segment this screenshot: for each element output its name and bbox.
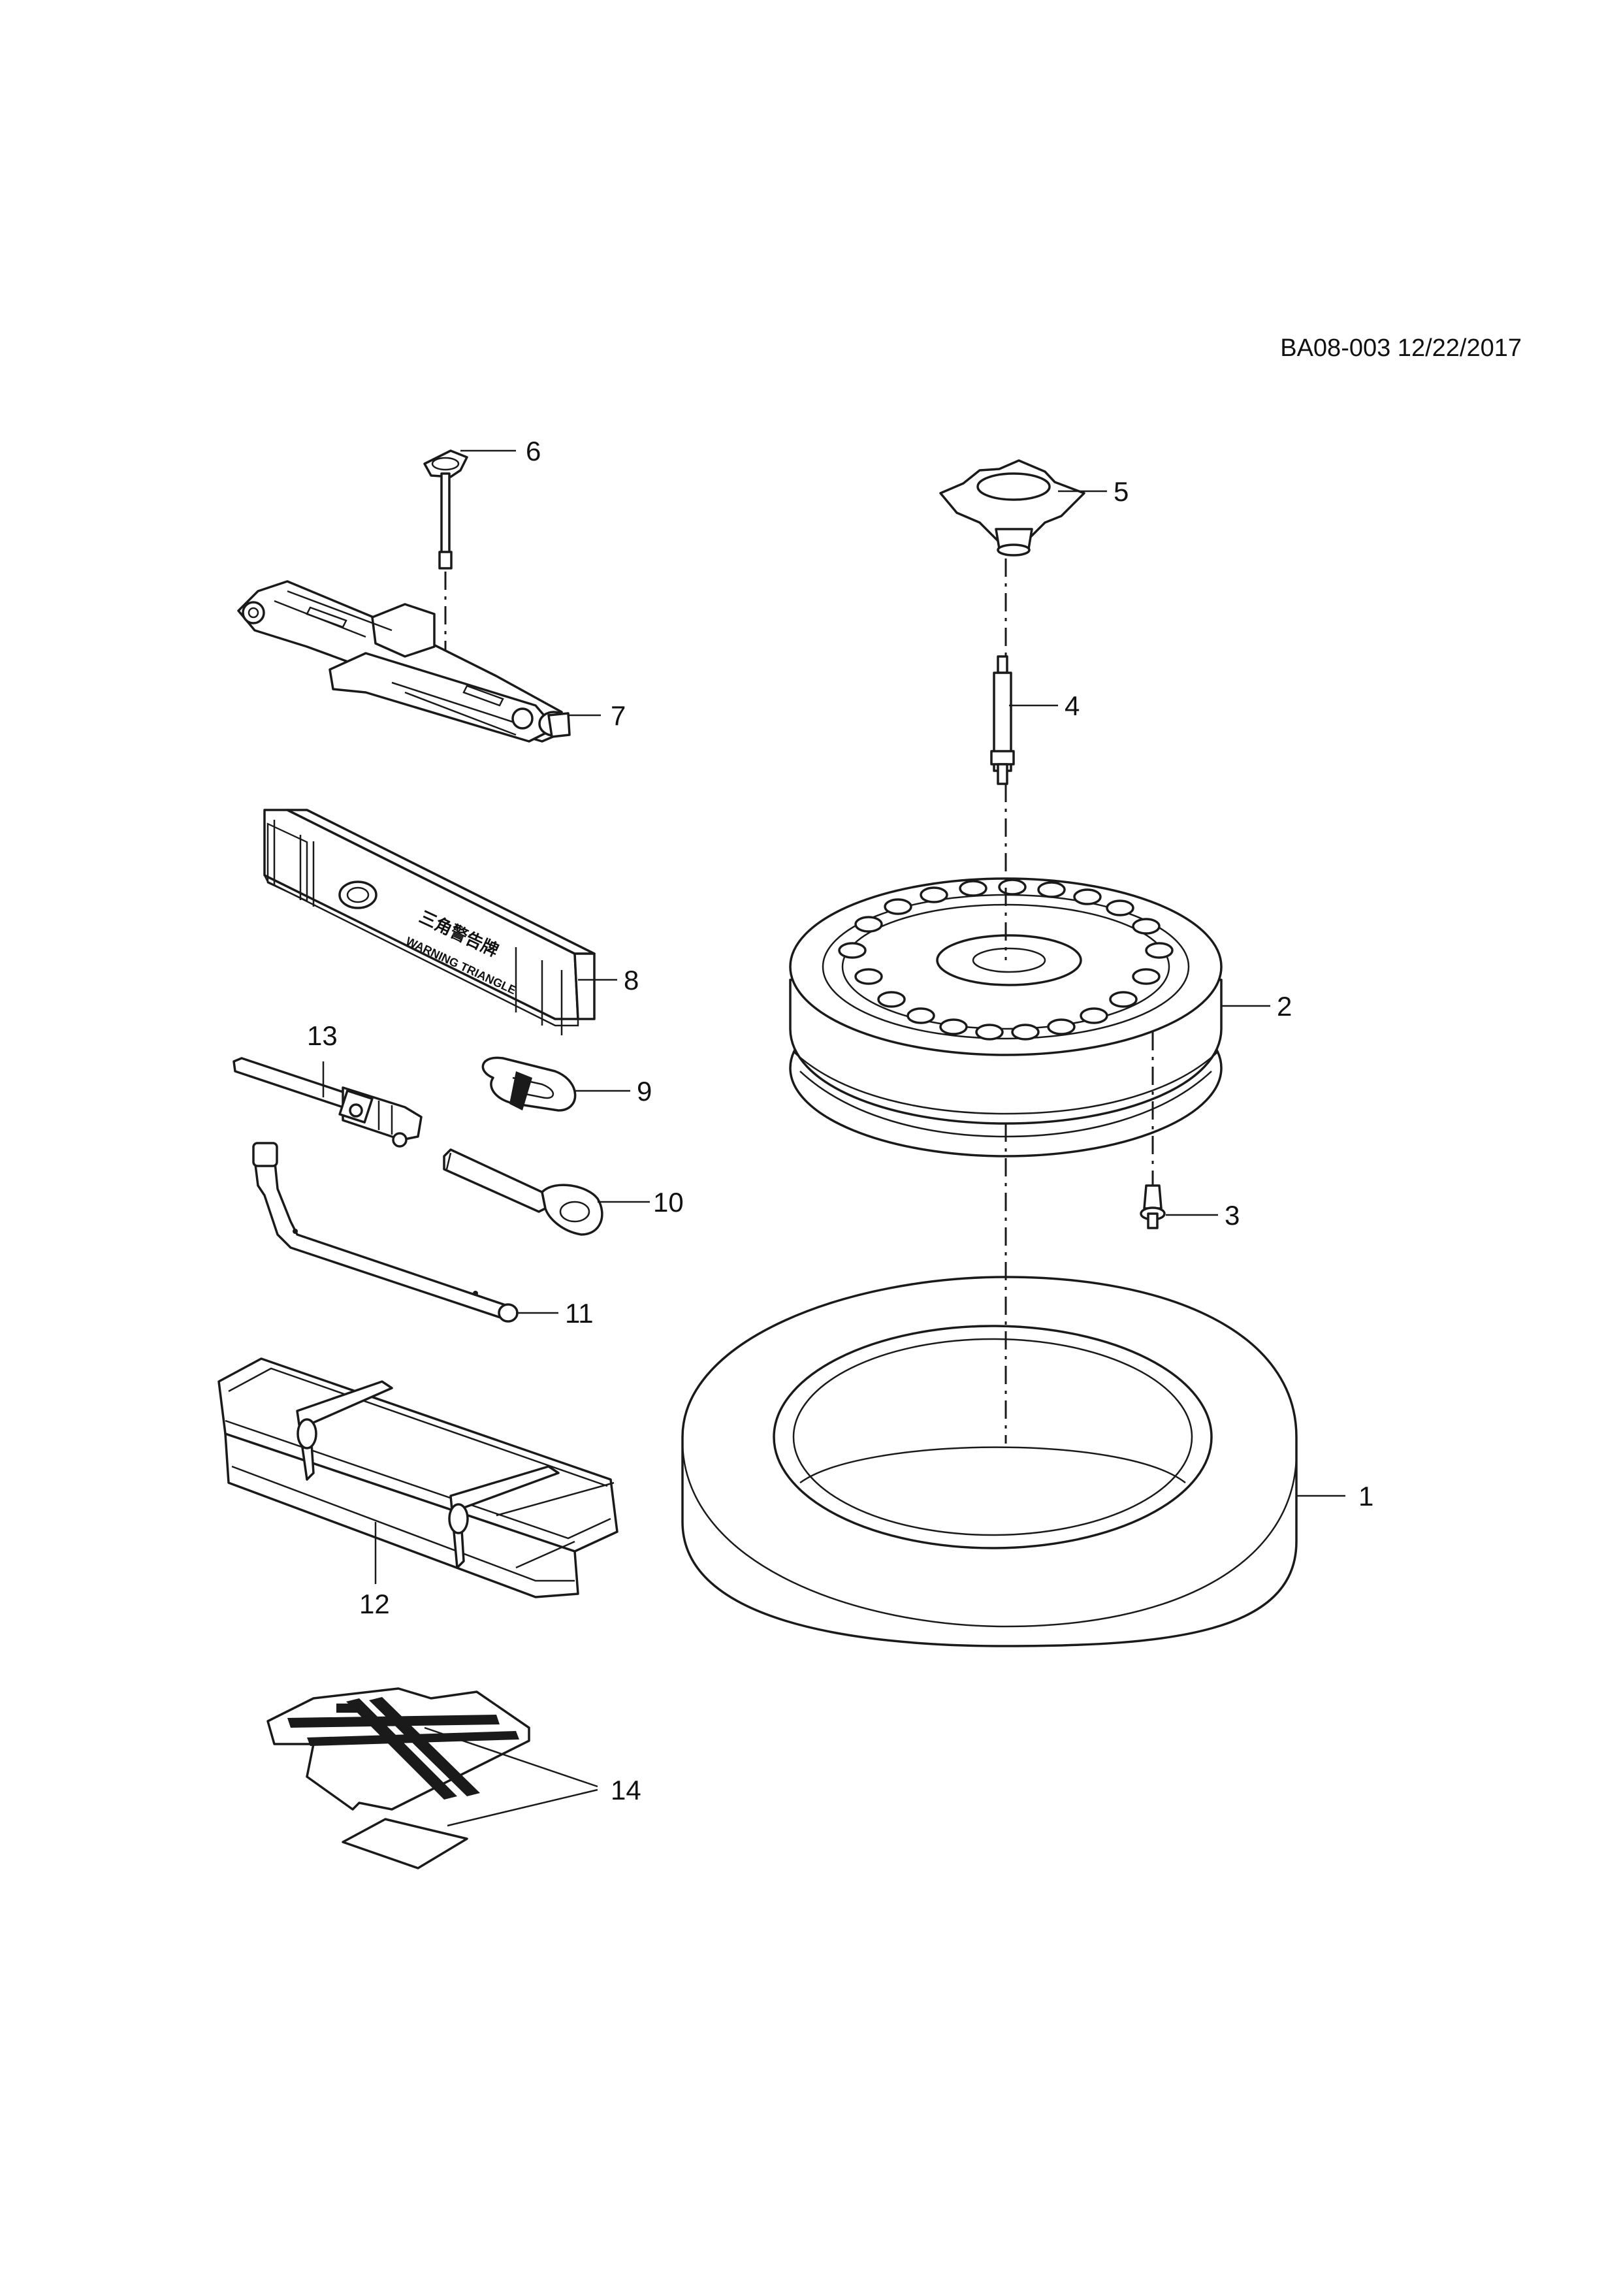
spare-tire-drawing[interactable] [681,1276,1298,1647]
tow-eye-drawing[interactable] [443,1148,603,1236]
patch-kit-drawing[interactable] [266,1687,530,1869]
callout-3: 3 [1225,1200,1240,1231]
callout-2: 2 [1277,991,1292,1022]
wheel-vent-holes [838,879,1174,1041]
scissor-jack-drawing[interactable] [237,580,571,743]
warning-triangle-case-drawing[interactable]: 三角警告牌 WARNING TRIANGLE [263,809,596,1035]
steel-wheel-drawing[interactable] [789,877,1223,1157]
callout-10: 10 [653,1187,684,1218]
jack-handle-extension-drawing[interactable] [233,1057,423,1148]
callout-7: 7 [611,700,626,731]
valve-stem-drawing[interactable] [1140,1184,1166,1229]
callout-8: 8 [624,965,639,995]
retaining-bolt-drawing[interactable] [990,655,1015,785]
diagram-reference: BA08-003 12/22/2017 [1280,334,1522,362]
wheel-wrench-drawing[interactable] [252,1142,519,1323]
leader-lines [322,449,1345,1827]
callout-12: 12 [359,1589,390,1619]
jack-crank-handle-drawing[interactable] [423,449,468,570]
callout-5: 5 [1114,476,1129,507]
wing-nut-drawing[interactable] [939,459,1085,557]
callout-numbers: 1 2 3 4 5 6 7 8 9 10 11 12 13 14 [307,436,1373,1805]
hook-drawing[interactable] [481,1056,577,1112]
callout-11: 11 [565,1298,594,1329]
callout-9: 9 [637,1076,652,1107]
callout-14: 14 [611,1775,641,1805]
tool-bag-drawing[interactable] [217,1357,618,1598]
callout-1: 1 [1358,1481,1373,1512]
callout-6: 6 [526,436,541,466]
callout-13: 13 [307,1020,338,1051]
callout-4: 4 [1065,690,1080,721]
